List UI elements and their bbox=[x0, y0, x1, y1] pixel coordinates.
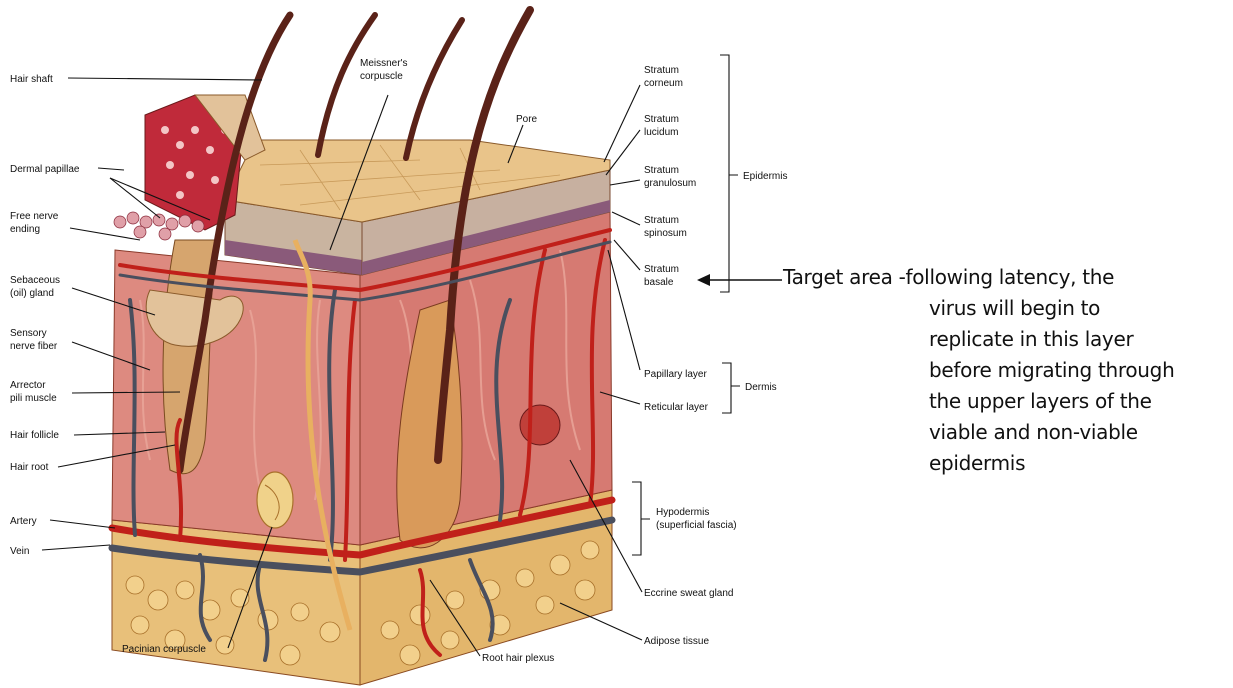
label-papillary-layer: Papillary layer bbox=[644, 369, 707, 380]
label-sebaceous-gland: Sebaceous (oil) gland bbox=[10, 275, 63, 299]
label-stratum-granulosum: Stratum granulosum bbox=[644, 165, 696, 189]
label-stratum-basale: Stratum basale bbox=[644, 264, 682, 288]
annotation-line-7: epidermis bbox=[783, 448, 1228, 479]
label-dermis: Dermis bbox=[745, 382, 777, 393]
annotation-line-2: virus will begin to bbox=[783, 293, 1228, 324]
label-reticular-layer: Reticular layer bbox=[644, 402, 709, 413]
label-sensory-nerve-fiber: Sensory nerve fiber bbox=[10, 328, 58, 352]
annotation-line-6: viable and non-viable bbox=[783, 417, 1228, 448]
dermis-bracket bbox=[722, 363, 740, 413]
target-area-annotation: Target area -following latency, the viru… bbox=[783, 262, 1228, 479]
label-stratum-spinosum: Stratum spinosum bbox=[644, 215, 687, 239]
label-pacinian-corpuscle: Pacinian corpuscle bbox=[122, 644, 206, 655]
annotation-line-3: replicate in this layer bbox=[783, 324, 1228, 355]
label-root-hair-plexus: Root hair plexus bbox=[482, 653, 554, 664]
label-vein: Vein bbox=[10, 546, 29, 557]
target-arrow bbox=[697, 274, 782, 286]
label-free-nerve-ending: Free nerve ending bbox=[10, 211, 61, 235]
hypodermis-bracket bbox=[632, 482, 650, 555]
skin-block-illustration bbox=[112, 10, 612, 685]
sweat-gland-coil bbox=[520, 405, 560, 445]
annotation-line-1: Target area -following latency, the bbox=[783, 262, 1228, 293]
label-pore: Pore bbox=[516, 114, 538, 125]
label-stratum-lucidum: Stratum lucidum bbox=[644, 114, 682, 138]
label-hair-follicle: Hair follicle bbox=[10, 430, 59, 441]
label-stratum-corneum: Stratum corneum bbox=[644, 65, 683, 89]
label-artery: Artery bbox=[10, 516, 37, 527]
epidermis-bracket bbox=[720, 55, 738, 292]
label-hair-shaft: Hair shaft bbox=[10, 74, 53, 85]
right-labels: Stratum corneum Stratum lucidum Stratum … bbox=[644, 65, 787, 647]
annotation-line-5: the upper layers of the bbox=[783, 386, 1228, 417]
label-epidermis: Epidermis bbox=[743, 171, 787, 182]
label-meissners-corpuscle: Meissner's corpuscle bbox=[360, 58, 410, 82]
annotation-line-4: before migrating through bbox=[783, 355, 1228, 386]
label-adipose-tissue: Adipose tissue bbox=[644, 636, 709, 647]
left-labels: Hair shaft Dermal papillae Free nerve en… bbox=[10, 74, 80, 557]
label-dermal-papillae: Dermal papillae bbox=[10, 164, 80, 175]
top-labels: Meissner's corpuscle Pore bbox=[360, 58, 538, 125]
label-eccrine-sweat-gland: Eccrine sweat gland bbox=[644, 588, 734, 599]
label-hypodermis: Hypodermis (superficial fascia) bbox=[656, 507, 737, 531]
label-hair-root: Hair root bbox=[10, 462, 49, 473]
label-arrector-pili-muscle: Arrector pili muscle bbox=[10, 380, 57, 404]
